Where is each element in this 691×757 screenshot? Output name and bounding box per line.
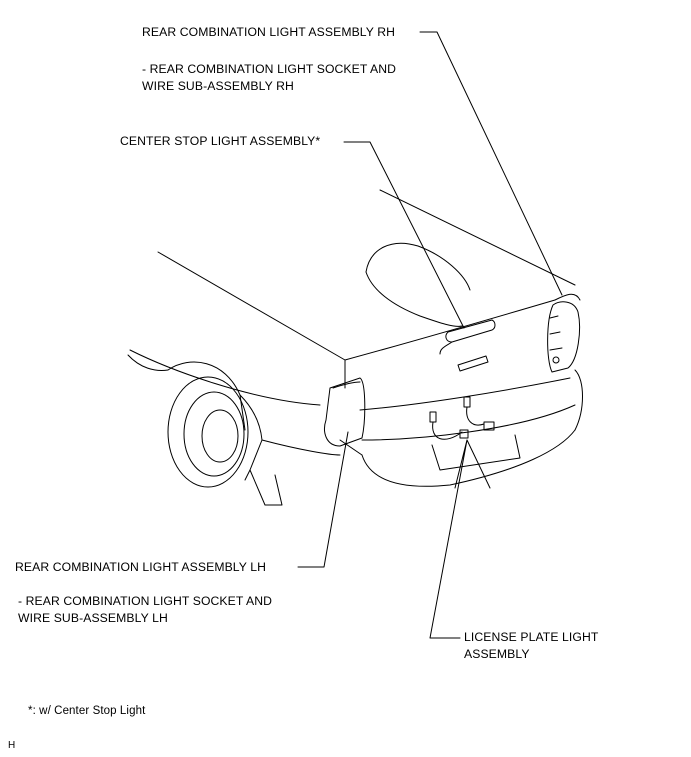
label-rh-socket-line-1: - REAR COMBINATION LIGHT SOCKET AND	[142, 62, 397, 76]
footnote: *: w/ Center Stop Light	[28, 705, 146, 717]
label-rear-combination-light-rh: REAR COMBINATION LIGHT ASSEMBLY RH	[142, 25, 396, 39]
leader-lines	[297, 31, 563, 639]
leader-license	[429, 439, 491, 639]
label-lh-socket-line-1: - REAR COMBINATION LIGHT SOCKET AND	[18, 594, 273, 608]
leader-rh	[419, 31, 563, 296]
figure-code: H	[8, 740, 16, 751]
leader-center-stop	[343, 141, 465, 329]
label-license-plate-light-line-1: LICENSE PLATE LIGHT	[464, 630, 599, 644]
label-license-plate-light-line-2: ASSEMBLY	[464, 647, 530, 661]
center-stop-light	[439, 319, 496, 355]
license-plate-lights	[429, 396, 495, 440]
truck-body	[127, 189, 583, 506]
rear-combination-light-lh	[324, 377, 366, 447]
label-lh-socket-line-2: WIRE SUB-ASSEMBLY LH	[18, 611, 168, 625]
label-rh-socket-line-2: WIRE SUB-ASSEMBLY RH	[142, 79, 294, 93]
label-rear-combination-light-lh: REAR COMBINATION LIGHT ASSEMBLY LH	[15, 560, 267, 574]
rear-combination-light-rh	[547, 301, 581, 373]
label-center-stop-light: CENTER STOP LIGHT ASSEMBLY*	[120, 134, 321, 148]
leader-lh	[297, 431, 349, 568]
